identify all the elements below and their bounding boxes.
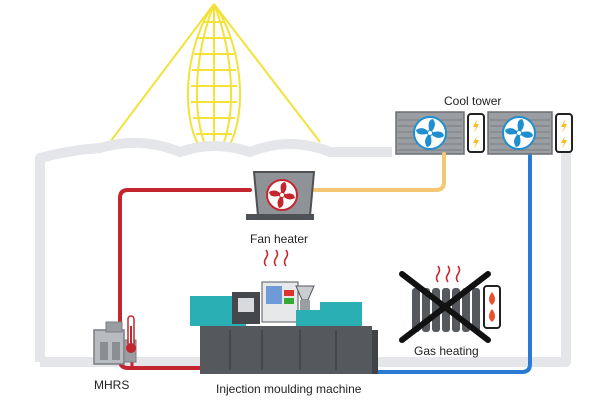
flame-icon bbox=[489, 292, 495, 322]
fan-heater bbox=[246, 171, 316, 220]
lightning-icon bbox=[561, 119, 567, 149]
fan-icon bbox=[502, 116, 536, 150]
injection-moulding-machine bbox=[190, 281, 378, 374]
warm-pipe bbox=[310, 152, 446, 192]
cold-pipe bbox=[372, 154, 532, 374]
hot-pipe bbox=[118, 188, 252, 370]
fan-icon bbox=[266, 179, 298, 211]
thermometer-icon bbox=[126, 315, 136, 353]
cool-tower-label: Cool tower bbox=[444, 94, 502, 108]
heat-wave-icon bbox=[435, 265, 461, 283]
mhrs-unit bbox=[93, 315, 137, 365]
fan-icon bbox=[413, 116, 447, 150]
cool-tower-unit-2 bbox=[487, 111, 573, 155]
cool-tower-unit-1 bbox=[395, 111, 485, 155]
heat-wave-icon bbox=[263, 249, 289, 267]
machine-label: Injection moulding machine bbox=[216, 382, 362, 396]
gas-heating-label: Gas heating bbox=[414, 344, 479, 358]
cool-tower bbox=[395, 111, 573, 155]
fan-heater-label: Fan heater bbox=[250, 232, 309, 246]
solar-rays-icon bbox=[109, 3, 321, 151]
cross-icon bbox=[399, 271, 491, 343]
gas-heating bbox=[399, 265, 501, 343]
mhrs-label: MHRS bbox=[94, 378, 130, 392]
lightning-icon bbox=[473, 119, 479, 149]
